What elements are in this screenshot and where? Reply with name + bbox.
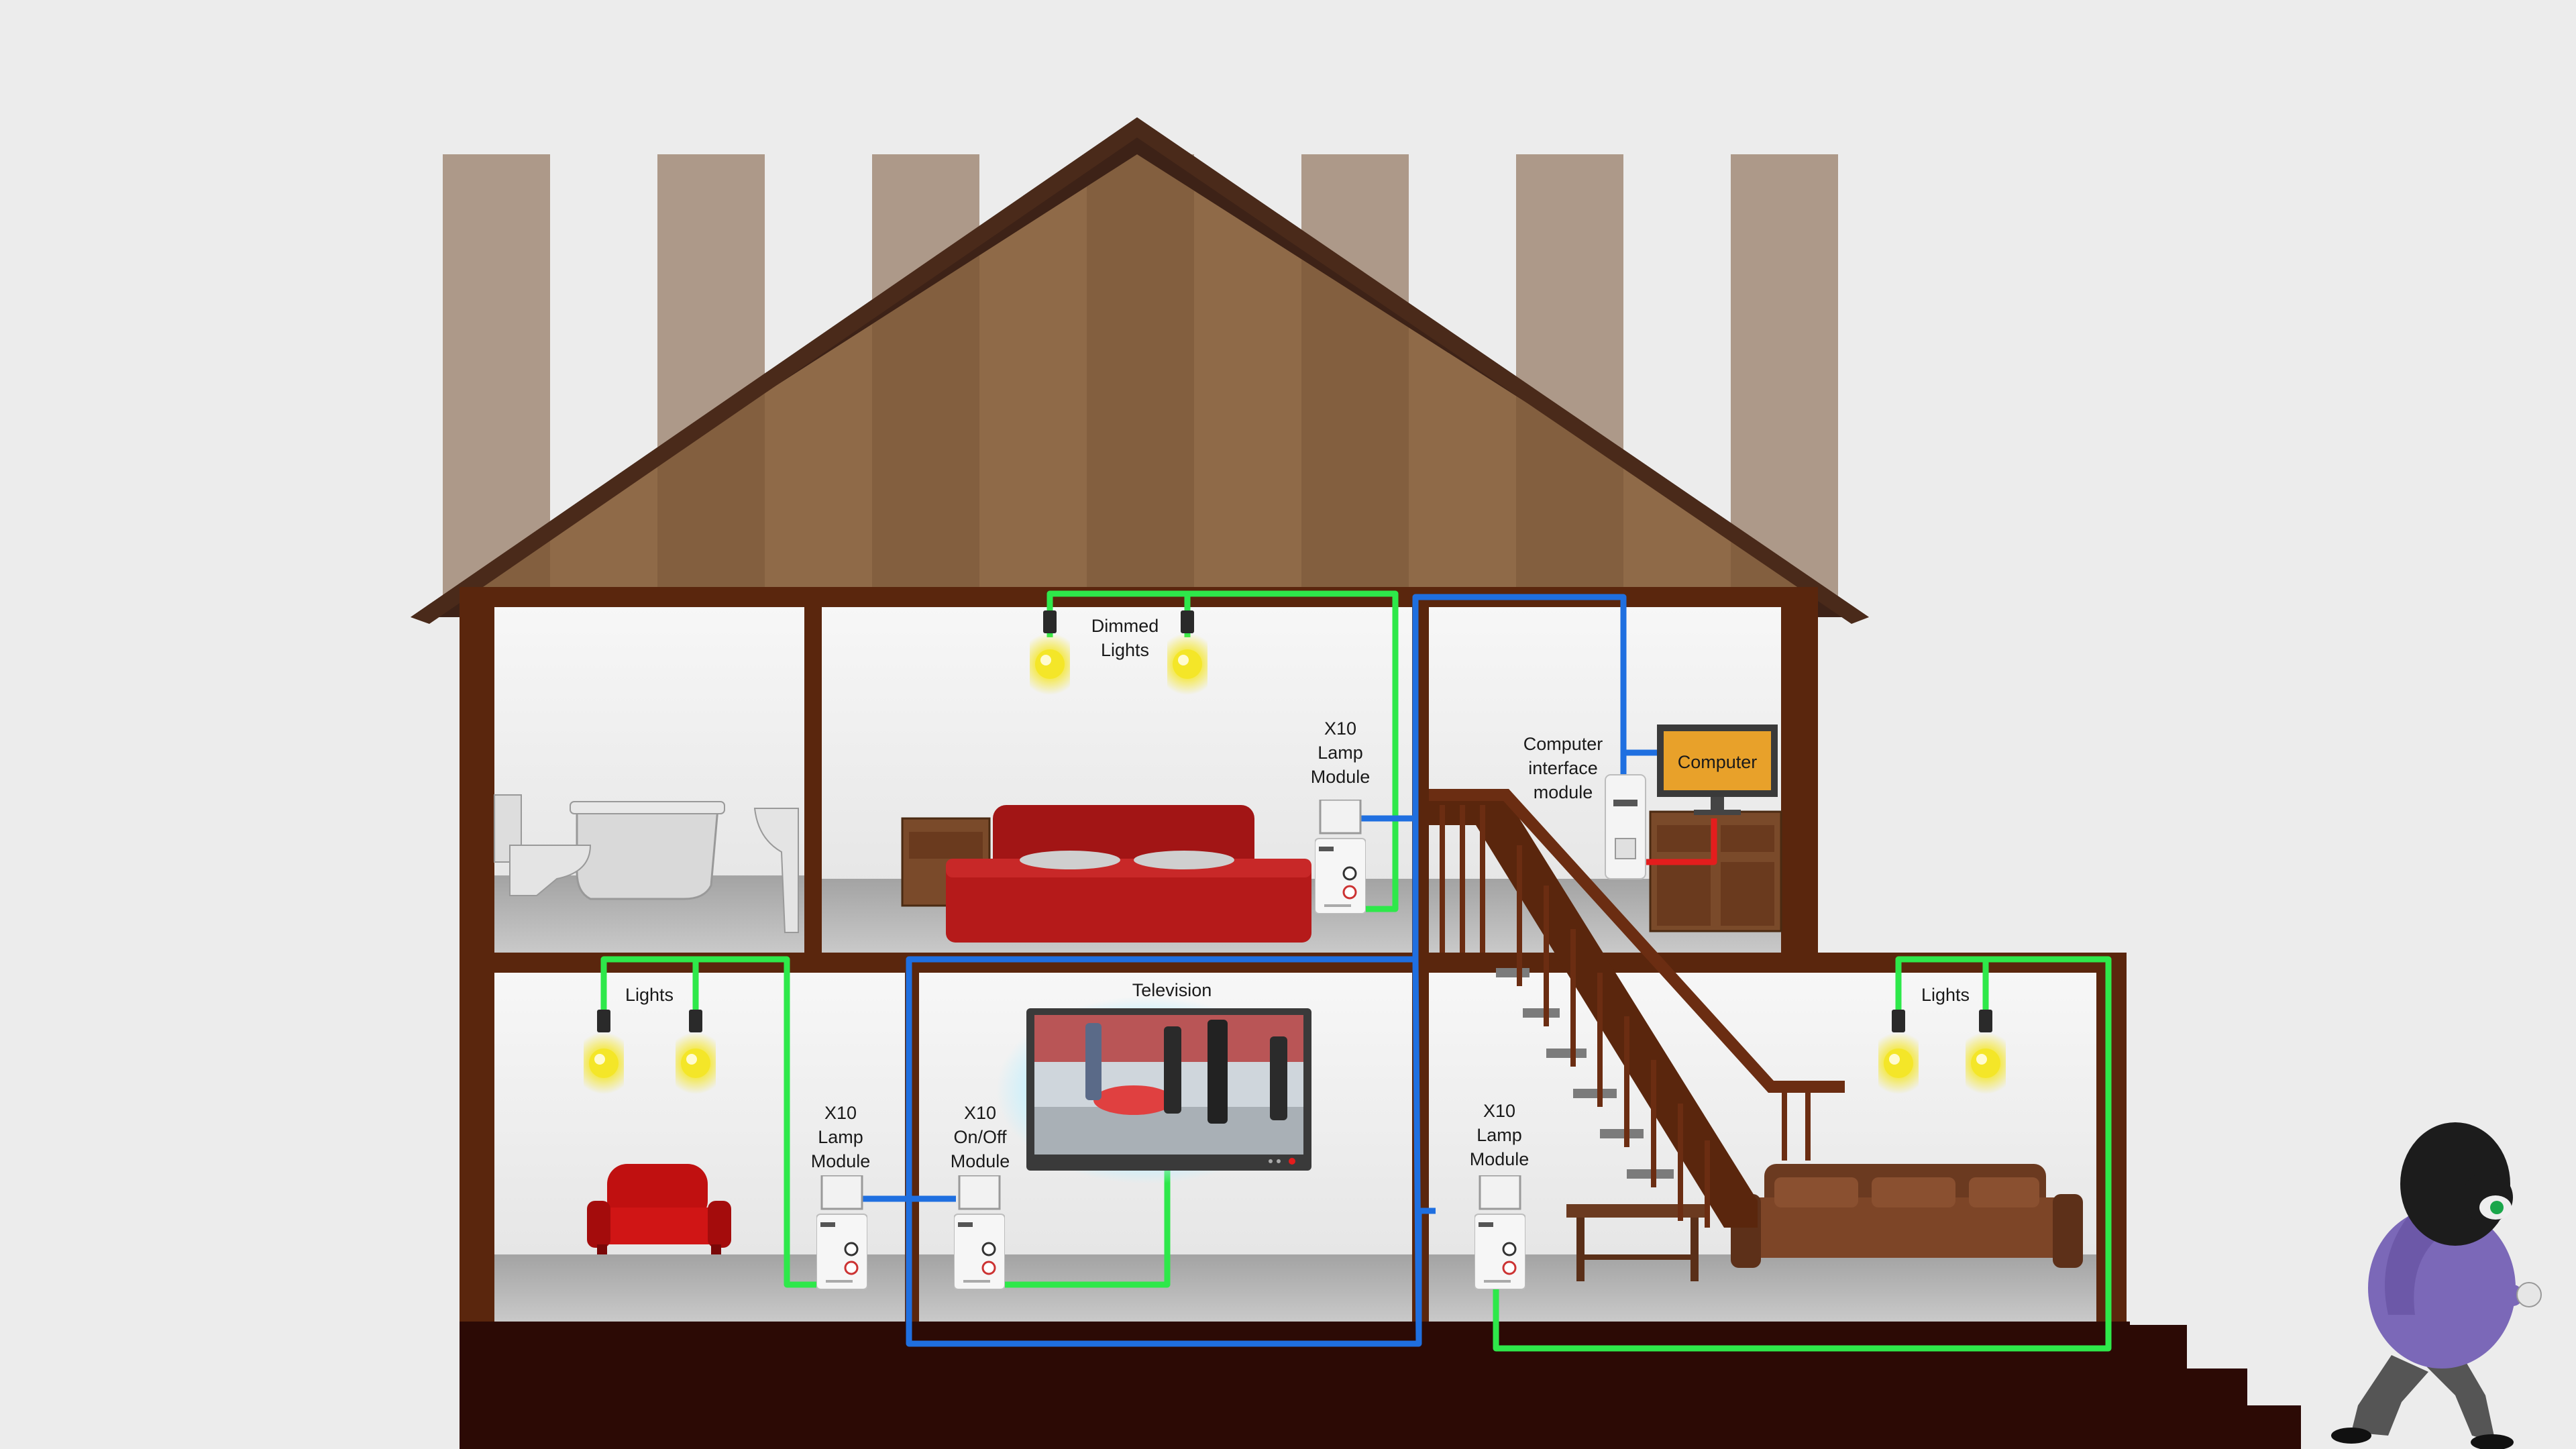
label-computer-interface: Computer interface module [1523,734,1603,802]
television-icon [996,996,1311,1184]
svg-text:Lamp: Lamp [818,1127,863,1147]
svg-text:X10: X10 [1324,718,1356,739]
svg-text:Module: Module [811,1151,871,1171]
svg-text:module: module [1534,782,1593,802]
label-lights-left: Lights [625,985,674,1005]
svg-text:Computer: Computer [1523,734,1603,754]
svg-text:Lights: Lights [1101,640,1149,660]
roof [411,117,1869,624]
computer-screen-label: Computer [1678,752,1758,772]
x10-module-icon [1474,1175,1525,1289]
svg-text:X10: X10 [824,1103,857,1123]
svg-text:On/Off: On/Off [953,1127,1007,1147]
svg-text:interface: interface [1528,758,1598,778]
svg-text:X10: X10 [964,1103,996,1123]
svg-text:Module: Module [1470,1149,1529,1169]
svg-text:Lamp: Lamp [1477,1125,1522,1145]
x10-module-icon [954,1175,1005,1289]
svg-text:Module: Module [951,1151,1010,1171]
svg-text:Lamp: Lamp [1318,743,1363,763]
label-television: Television [1132,980,1212,1000]
sofa [1731,1164,2083,1268]
label-lights-right: Lights [1921,985,1970,1005]
x10-module-icon [816,1175,867,1289]
living-room-right [1429,973,2096,1322]
x10-module-icon [1315,800,1366,914]
svg-text:Module: Module [1311,767,1371,787]
computer-interface-module [1605,775,1646,879]
svg-text:X10: X10 [1483,1101,1515,1121]
burglar-icon [2331,1122,2541,1449]
bathroom [494,607,804,953]
svg-text:Dimmed: Dimmed [1091,616,1159,636]
